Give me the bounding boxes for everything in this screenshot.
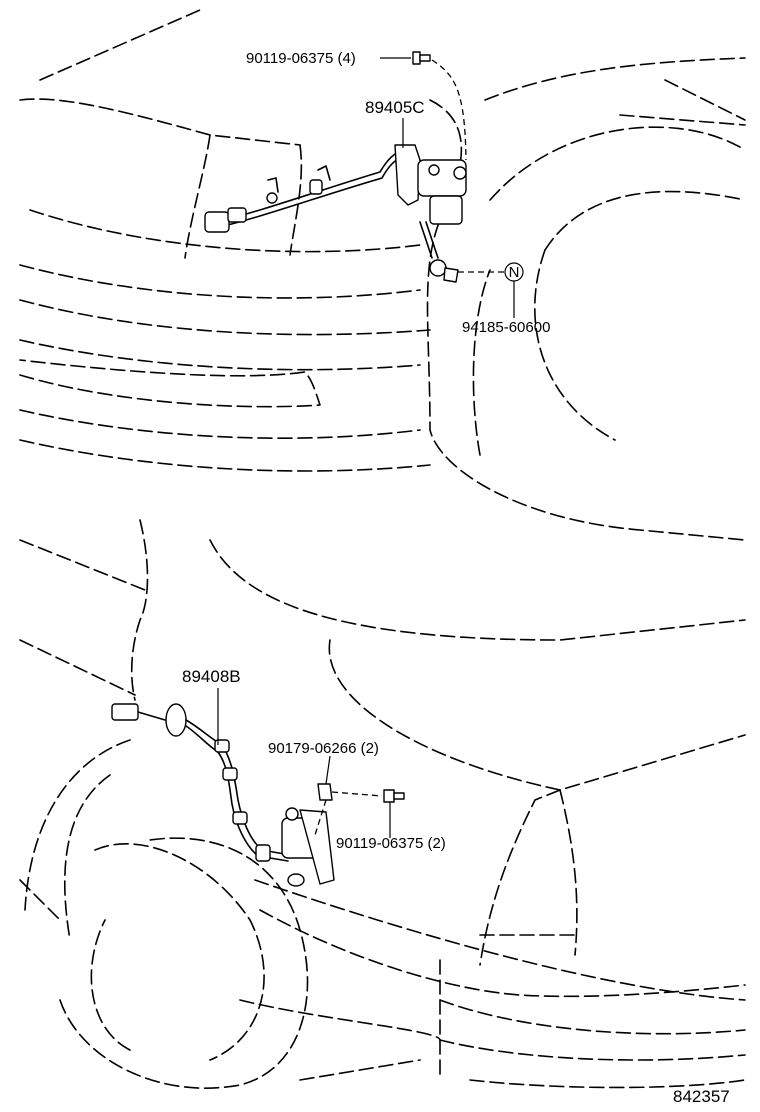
rear-wire-harness-icon	[111, 703, 291, 862]
callout-bolt-top: 90119-06375 (4)	[246, 50, 356, 67]
bolt-rear-icon	[383, 789, 405, 803]
clamp-rear-icon	[317, 783, 333, 801]
rear-body-outline	[19, 519, 746, 1089]
callout-sensor-rear: 89408B	[182, 667, 241, 686]
callout-bolt-rear: 90119-06375 (2)	[336, 835, 446, 852]
front-wire-harness-icon	[204, 149, 413, 233]
callout-clamp-rear: 90179-06266 (2)	[268, 740, 379, 757]
front-body-outline	[19, 9, 746, 541]
front-height-sensor-icon	[394, 144, 467, 283]
figure-number: 842357	[673, 1087, 730, 1106]
callout-nut-front: 94185-60600	[462, 319, 550, 336]
note-n-symbol: N	[509, 264, 520, 281]
callout-sensor-front: 89405C	[365, 98, 425, 117]
rear-height-sensor-icon	[281, 807, 335, 887]
bolt-top-icon	[412, 51, 431, 65]
